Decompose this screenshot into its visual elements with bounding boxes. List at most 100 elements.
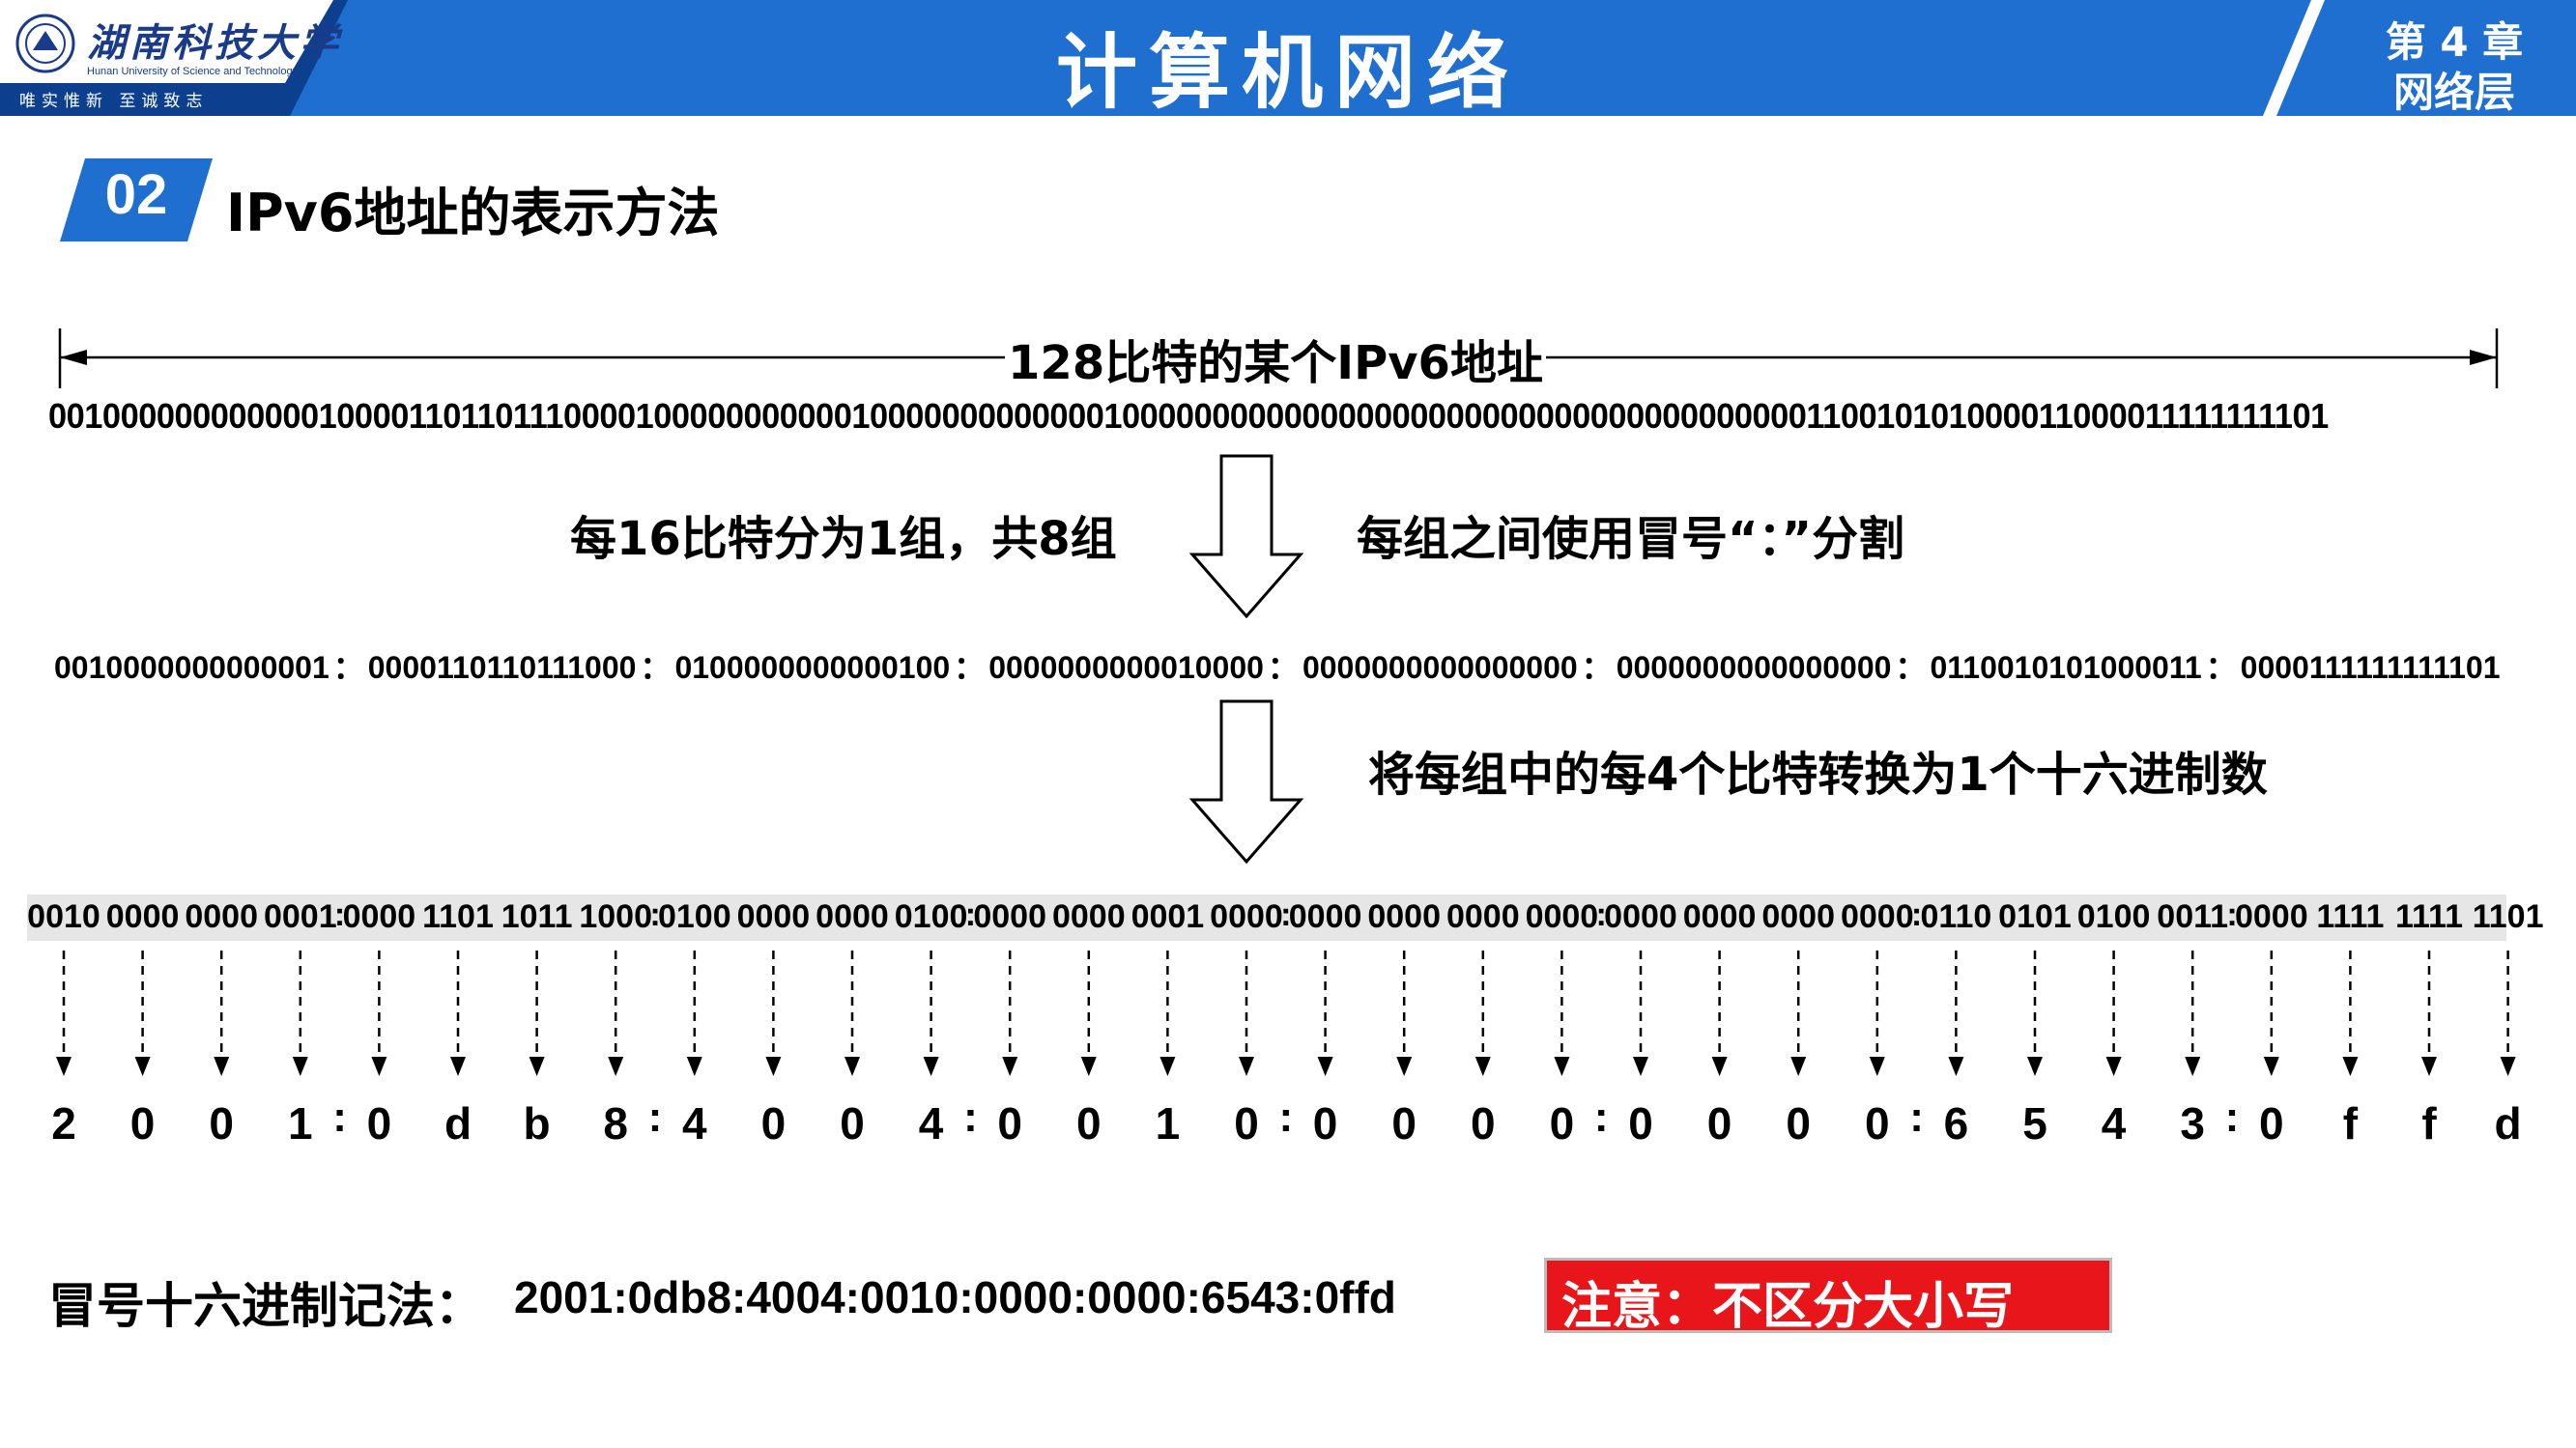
- hex-digit: 0: [1865, 1098, 1890, 1149]
- arrow-head: [292, 1057, 308, 1076]
- arrow-head: [1396, 1057, 1413, 1076]
- university-motto: 唯实惟新 至诚致志: [19, 92, 209, 111]
- arrow-head: [2342, 1057, 2359, 1076]
- nibble: 0000: [1761, 898, 1836, 935]
- hex-colon: :: [2224, 1093, 2240, 1141]
- nibble: 0101: [1998, 898, 2072, 935]
- hex-digit: 0: [1312, 1098, 1338, 1149]
- nibble: 1011: [501, 898, 573, 935]
- nibble: 0000: [736, 898, 811, 935]
- hex-digit: 0: [366, 1098, 392, 1149]
- arrow-head: [56, 1057, 72, 1076]
- hex-colon: :: [1278, 1093, 1294, 1141]
- nibble-colon: :: [1280, 896, 1292, 933]
- nibble: 0000: [973, 898, 1047, 935]
- nibble: 0100: [894, 898, 968, 935]
- nibble: 0000: [1525, 898, 1599, 935]
- bit-group: 0110010101000011: [1930, 650, 2202, 685]
- section-number: 02: [104, 163, 168, 226]
- arrow-head: [529, 1057, 545, 1076]
- nibble-colon: :: [1910, 896, 1923, 933]
- arrow-head: [450, 1057, 466, 1076]
- arrow-head: [2421, 1057, 2437, 1076]
- logo: 湖南科技大学 Hunan University of Science and T…: [8, 8, 338, 112]
- hex-digit: 0: [1471, 1098, 1496, 1149]
- arrow-head: [2185, 1057, 2201, 1076]
- arrow-head: [1554, 1057, 1570, 1076]
- hex-digit: 0: [129, 1098, 156, 1149]
- hex-digit: 0: [1628, 1098, 1653, 1149]
- step-separator-text: 每组之间使用冒号“：”分割: [1357, 512, 1905, 566]
- nibble-colon: :: [1595, 896, 1607, 933]
- hex-digit: b: [523, 1098, 551, 1149]
- hex-digit: 0: [2259, 1098, 2284, 1149]
- arrow-head: [1474, 1057, 1491, 1076]
- bit-group: 0000000000000000: [1616, 650, 1892, 685]
- nibble: 1101: [422, 898, 494, 935]
- hex-colon: :: [963, 1093, 978, 1141]
- hex-digit: 2: [51, 1098, 76, 1149]
- nibble: 0000: [1051, 898, 1126, 935]
- group-separator: ：: [1895, 650, 1927, 685]
- nibble: 0010: [27, 898, 100, 935]
- hex-digit: 4: [682, 1098, 707, 1149]
- university-name: 湖南科技大学: [87, 20, 342, 66]
- course-title: 计算机网络: [1055, 25, 1520, 120]
- arrow-head: [1317, 1057, 1333, 1076]
- hex-digit: 0: [1234, 1098, 1259, 1149]
- nibble: 0000: [1682, 898, 1757, 935]
- section-title: IPv6地址的表示方法: [226, 183, 720, 243]
- university-name-en: Hunan University of Science and Technolo…: [87, 66, 299, 77]
- nibble: 1111: [2316, 898, 2385, 935]
- nibble: 0011: [2157, 898, 2229, 935]
- hex-digit: 0: [1076, 1098, 1102, 1149]
- grouped-bits-row: 0010000000000001：0000110110111000：010000…: [54, 643, 2501, 688]
- arrow-head: [1633, 1057, 1648, 1076]
- hex-colon: :: [332, 1093, 347, 1141]
- nibble-bar: [27, 894, 2506, 941]
- hex-digit: 0: [1786, 1098, 1811, 1149]
- hex-digit: 0: [209, 1098, 234, 1149]
- hex-digit: 8: [603, 1098, 628, 1149]
- group-separator: ：: [2205, 650, 2237, 685]
- group-separator: ：: [1581, 650, 1613, 685]
- arrow-head: [1869, 1057, 1885, 1076]
- header: 湖南科技大学 Hunan University of Science and T…: [0, 0, 2576, 120]
- hex-digit: 5: [2022, 1098, 2047, 1149]
- nibble: 0110: [1920, 898, 1992, 935]
- arrow-head: [765, 1057, 782, 1076]
- hex-digit: 0: [1391, 1098, 1417, 1149]
- nibble: 1101: [2472, 898, 2544, 935]
- arrow-head: [1790, 1057, 1807, 1076]
- arrow-head: [1239, 1057, 1254, 1076]
- hex-colon: :: [1593, 1093, 1609, 1141]
- nibble: 0000: [105, 898, 180, 935]
- hex-digit: d: [444, 1098, 472, 1149]
- hex-colon: :: [1909, 1093, 1924, 1141]
- nibble: 1000: [579, 898, 653, 935]
- nibble: 1111: [2394, 898, 2464, 935]
- notation-label: 冒号十六进制记法：: [48, 1278, 483, 1334]
- nibble: 0000: [342, 898, 416, 935]
- bit-group: 0010000000000001: [54, 650, 329, 685]
- chapter-name: 网络层: [2392, 69, 2515, 116]
- nibble: 0000: [1367, 898, 1442, 935]
- nibble: 0000: [2234, 898, 2308, 935]
- nibble: 0001: [1131, 898, 1205, 935]
- arrow-head: [844, 1057, 860, 1076]
- bit-group: 0000110110111000: [367, 650, 637, 685]
- notation-value: 2001:0db8:4004:0010:0000:0000:6543:0ffd: [514, 1272, 1396, 1322]
- hex-digit: f: [2342, 1098, 2359, 1149]
- nibble: 0100: [657, 898, 731, 935]
- nibble: 0000: [1288, 898, 1362, 935]
- arrow-head: [2263, 1057, 2279, 1076]
- header-band: [0, 0, 2576, 116]
- hex-digit: 1: [288, 1098, 313, 1149]
- hex-digit: d: [2494, 1098, 2522, 1149]
- arrow-head: [686, 1057, 702, 1076]
- hex-digit: 0: [1549, 1098, 1575, 1149]
- arrow-head: [214, 1057, 230, 1076]
- section-badge: [60, 158, 213, 241]
- arrow-head: [2500, 1057, 2516, 1076]
- hex-digit: 4: [918, 1098, 944, 1149]
